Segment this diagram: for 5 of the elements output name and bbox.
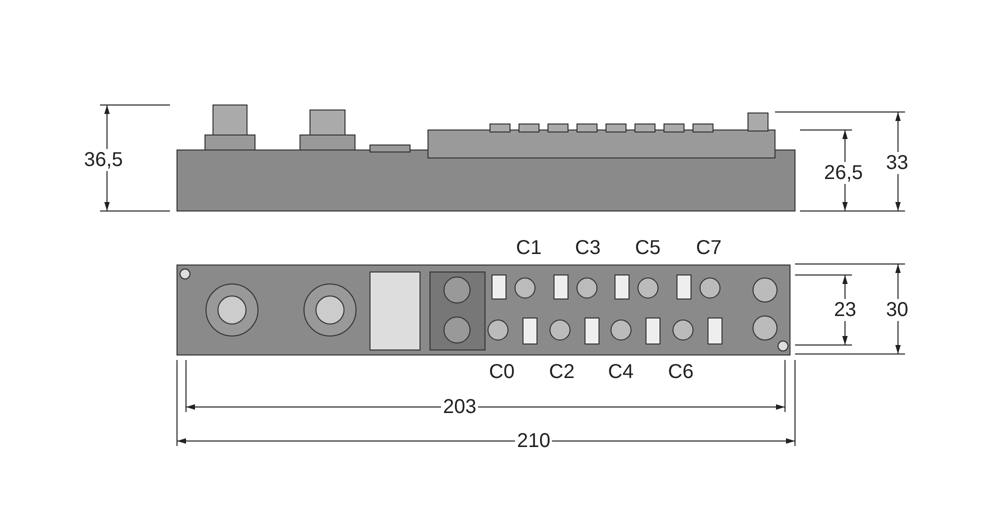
dimension-value: 23	[832, 299, 858, 321]
dimension-value: 26,5	[822, 162, 865, 184]
dimension-value: 33	[884, 152, 910, 174]
dimension-value: 30	[884, 299, 910, 321]
dimension-value: 36,5	[82, 149, 125, 171]
